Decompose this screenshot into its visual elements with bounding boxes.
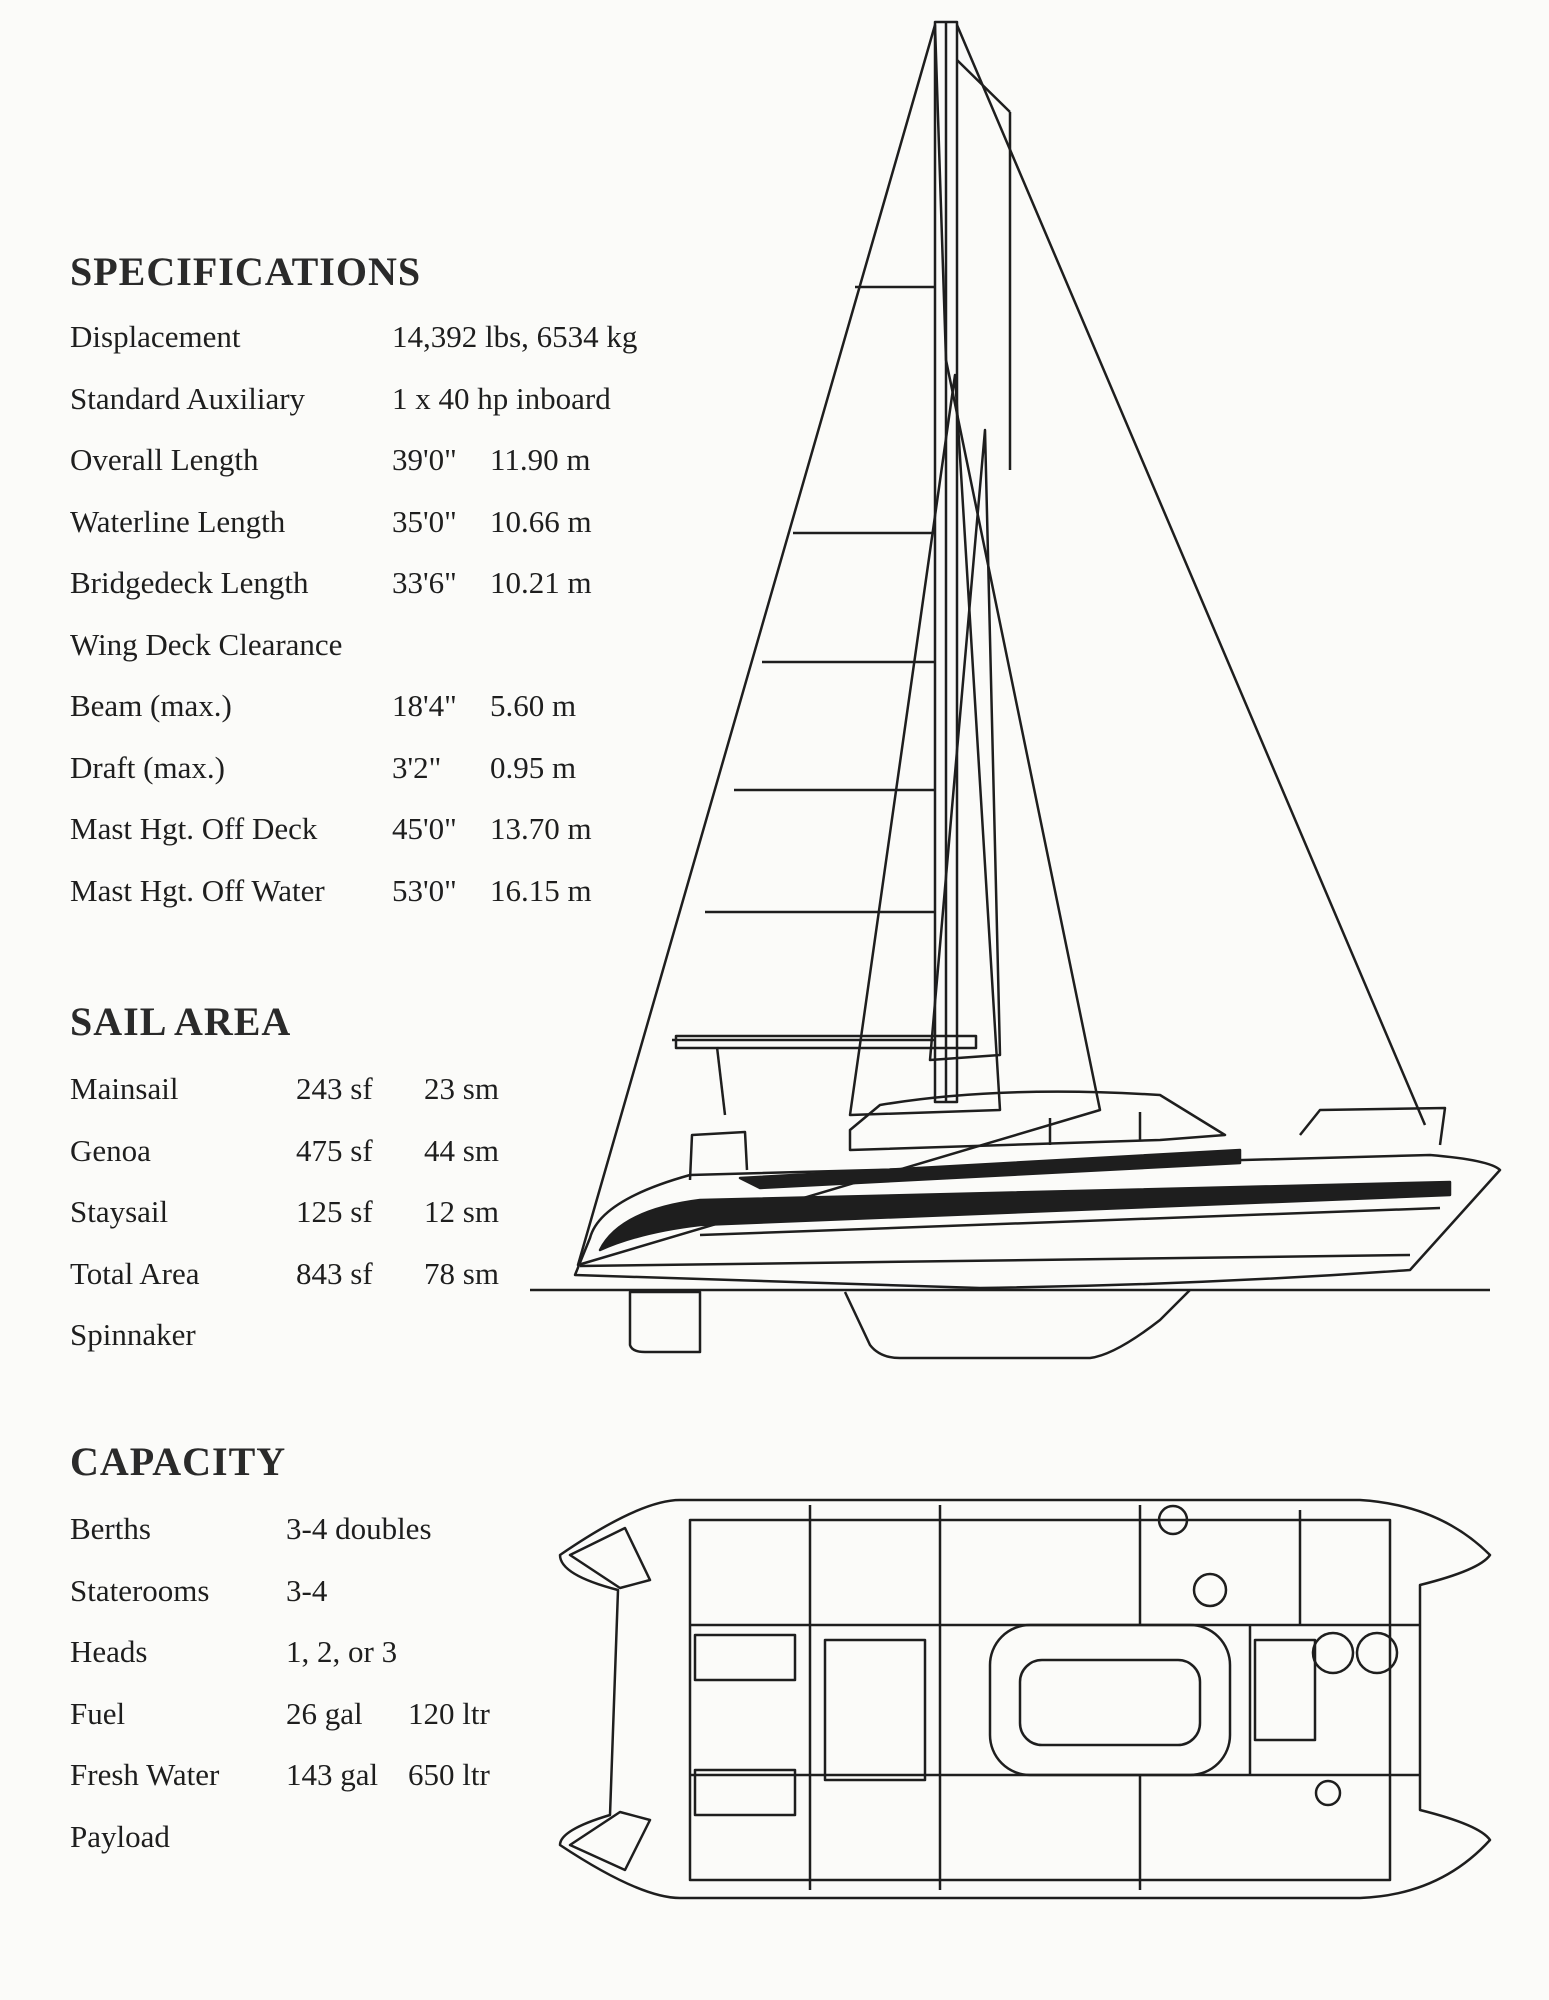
row-imperial: 35'0" — [392, 503, 457, 539]
spec-row: Total Area 843 sf 78 sm — [70, 1255, 499, 1318]
row-label: Wing Deck Clearance — [70, 626, 343, 662]
row-label: Berths — [70, 1511, 151, 1546]
row-label: Total Area — [70, 1255, 200, 1291]
row-imperial: 3-4 — [286, 1572, 328, 1608]
row-metric: 44 sm — [424, 1132, 499, 1168]
row-metric: 650 ltr — [408, 1757, 490, 1792]
row-label: Mast Hgt. Off Deck — [70, 811, 318, 846]
row-label: Standard Auxiliary — [70, 380, 306, 416]
sail-area-heading: SAIL AREA — [70, 999, 292, 1044]
spec-row: Heads 1, 2, or 3 — [70, 1634, 397, 1696]
sail-area-table: Mainsail 243 sf 23 sm Genoa 475 sf 44 sm Stays… — [70, 1071, 499, 1379]
row-metric: 13.70 m — [490, 811, 592, 846]
spec-row: Mast Hgt. Off Deck 45'0" 13.70 m — [70, 811, 592, 873]
row-label: Fresh Water — [70, 1757, 220, 1792]
capacity-heading: CAPACITY — [70, 1439, 287, 1484]
row-imperial: 53'0" — [392, 872, 457, 908]
spec-row: Waterline Length 35'0" 10.66 m — [70, 503, 592, 566]
row-label: Staterooms — [70, 1572, 210, 1608]
spec-row: Berths 3-4 doubles — [70, 1511, 432, 1573]
spec-row: Payload — [70, 1819, 286, 1881]
row-metric: 10.21 m — [490, 565, 592, 600]
spec-row: Overall Length 39'0" 11.90 m — [70, 442, 590, 504]
row-imperial: 14,392 lbs, 6534 kg — [392, 319, 638, 354]
row-imperial: 18'4" — [392, 688, 457, 723]
spec-row: Mast Hgt. Off Water 53'0" 16.15 m — [70, 872, 592, 935]
row-imperial: 3'2" — [392, 749, 442, 785]
row-metric: 11.90 m — [490, 442, 591, 477]
specifications-section: SPECIFICATIONS Displacement 14,392 lbs, 6… — [70, 248, 637, 935]
row-label: Genoa — [70, 1132, 151, 1168]
row-label: Bridgedeck Length — [70, 565, 309, 600]
row-imperial: 843 sf — [296, 1255, 373, 1291]
row-label: Spinnaker — [70, 1317, 196, 1352]
row-imperial: 1 x 40 hp inboard — [392, 380, 611, 416]
spec-row: Wing Deck Clearance — [70, 627, 421, 689]
row-label: Payload — [70, 1818, 170, 1854]
row-imperial: 125 sf — [296, 1194, 373, 1229]
row-imperial: 3-4 doubles — [286, 1511, 432, 1546]
row-metric: 12 sm — [424, 1194, 499, 1229]
row-metric: 23 sm — [424, 1071, 499, 1106]
spec-row: Beam (max.) 18'4" 5.60 m — [70, 688, 576, 750]
sail-area-section: SAIL AREA Mainsail 243 sf 23 sm Genoa 475 sf… — [70, 998, 499, 1379]
row-label: Overall Length — [70, 442, 259, 477]
row-label: Draft (max.) — [70, 749, 225, 785]
specifications-table: Displacement 14,392 lbs, 6534 kg Standard … — [70, 319, 637, 935]
row-metric: 16.15 m — [490, 872, 592, 908]
row-imperial: 26 gal — [286, 1695, 363, 1731]
spec-row: Fresh Water 143 gal 650 ltr — [70, 1757, 490, 1819]
spec-row: Mainsail 243 sf 23 sm — [70, 1071, 499, 1133]
spec-row: Standard Auxiliary 1 x 40 hp inboard — [70, 380, 611, 443]
spec-row: Draft (max.) 3'2" 0.95 m — [70, 749, 576, 812]
row-label: Heads — [70, 1634, 148, 1669]
row-label: Staysail — [70, 1194, 169, 1229]
row-label: Fuel — [70, 1695, 126, 1731]
spec-row: Genoa 475 sf 44 sm — [70, 1132, 499, 1195]
row-metric: 10.66 m — [490, 503, 592, 539]
row-metric: 0.95 m — [490, 749, 577, 785]
row-imperial: 33'6" — [392, 565, 457, 600]
row-label: Beam (max.) — [70, 688, 232, 723]
row-imperial: 143 gal — [286, 1757, 379, 1792]
row-imperial: 39'0" — [392, 442, 457, 477]
row-imperial: 475 sf — [296, 1132, 373, 1168]
row-imperial: 1, 2, or 3 — [286, 1634, 398, 1669]
sailboat-profile-drawing — [530, 20, 1502, 1360]
spec-row: Displacement 14,392 lbs, 6534 kg — [70, 319, 637, 381]
row-metric: 5.60 m — [490, 688, 577, 723]
row-label: Mainsail — [70, 1071, 179, 1106]
spec-row: Spinnaker — [70, 1317, 291, 1379]
spec-row: Staysail 125 sf 12 sm — [70, 1194, 499, 1256]
specifications-heading: SPECIFICATIONS — [70, 249, 422, 294]
row-imperial: 45'0" — [392, 811, 457, 846]
row-label: Mast Hgt. Off Water — [70, 872, 325, 908]
spec-row: Staterooms 3-4 — [70, 1572, 327, 1635]
spec-row: Bridgedeck Length 33'6" 10.21 m — [70, 565, 592, 627]
row-label: Waterline Length — [70, 503, 286, 539]
row-metric: 120 ltr — [408, 1695, 490, 1731]
spec-row: Fuel 26 gal 120 ltr — [70, 1695, 490, 1758]
catamaran-deck-plan-drawing — [558, 1498, 1492, 1900]
row-label: Displacement — [70, 319, 241, 354]
row-metric: 78 sm — [424, 1255, 499, 1291]
row-imperial: 243 sf — [296, 1071, 373, 1106]
